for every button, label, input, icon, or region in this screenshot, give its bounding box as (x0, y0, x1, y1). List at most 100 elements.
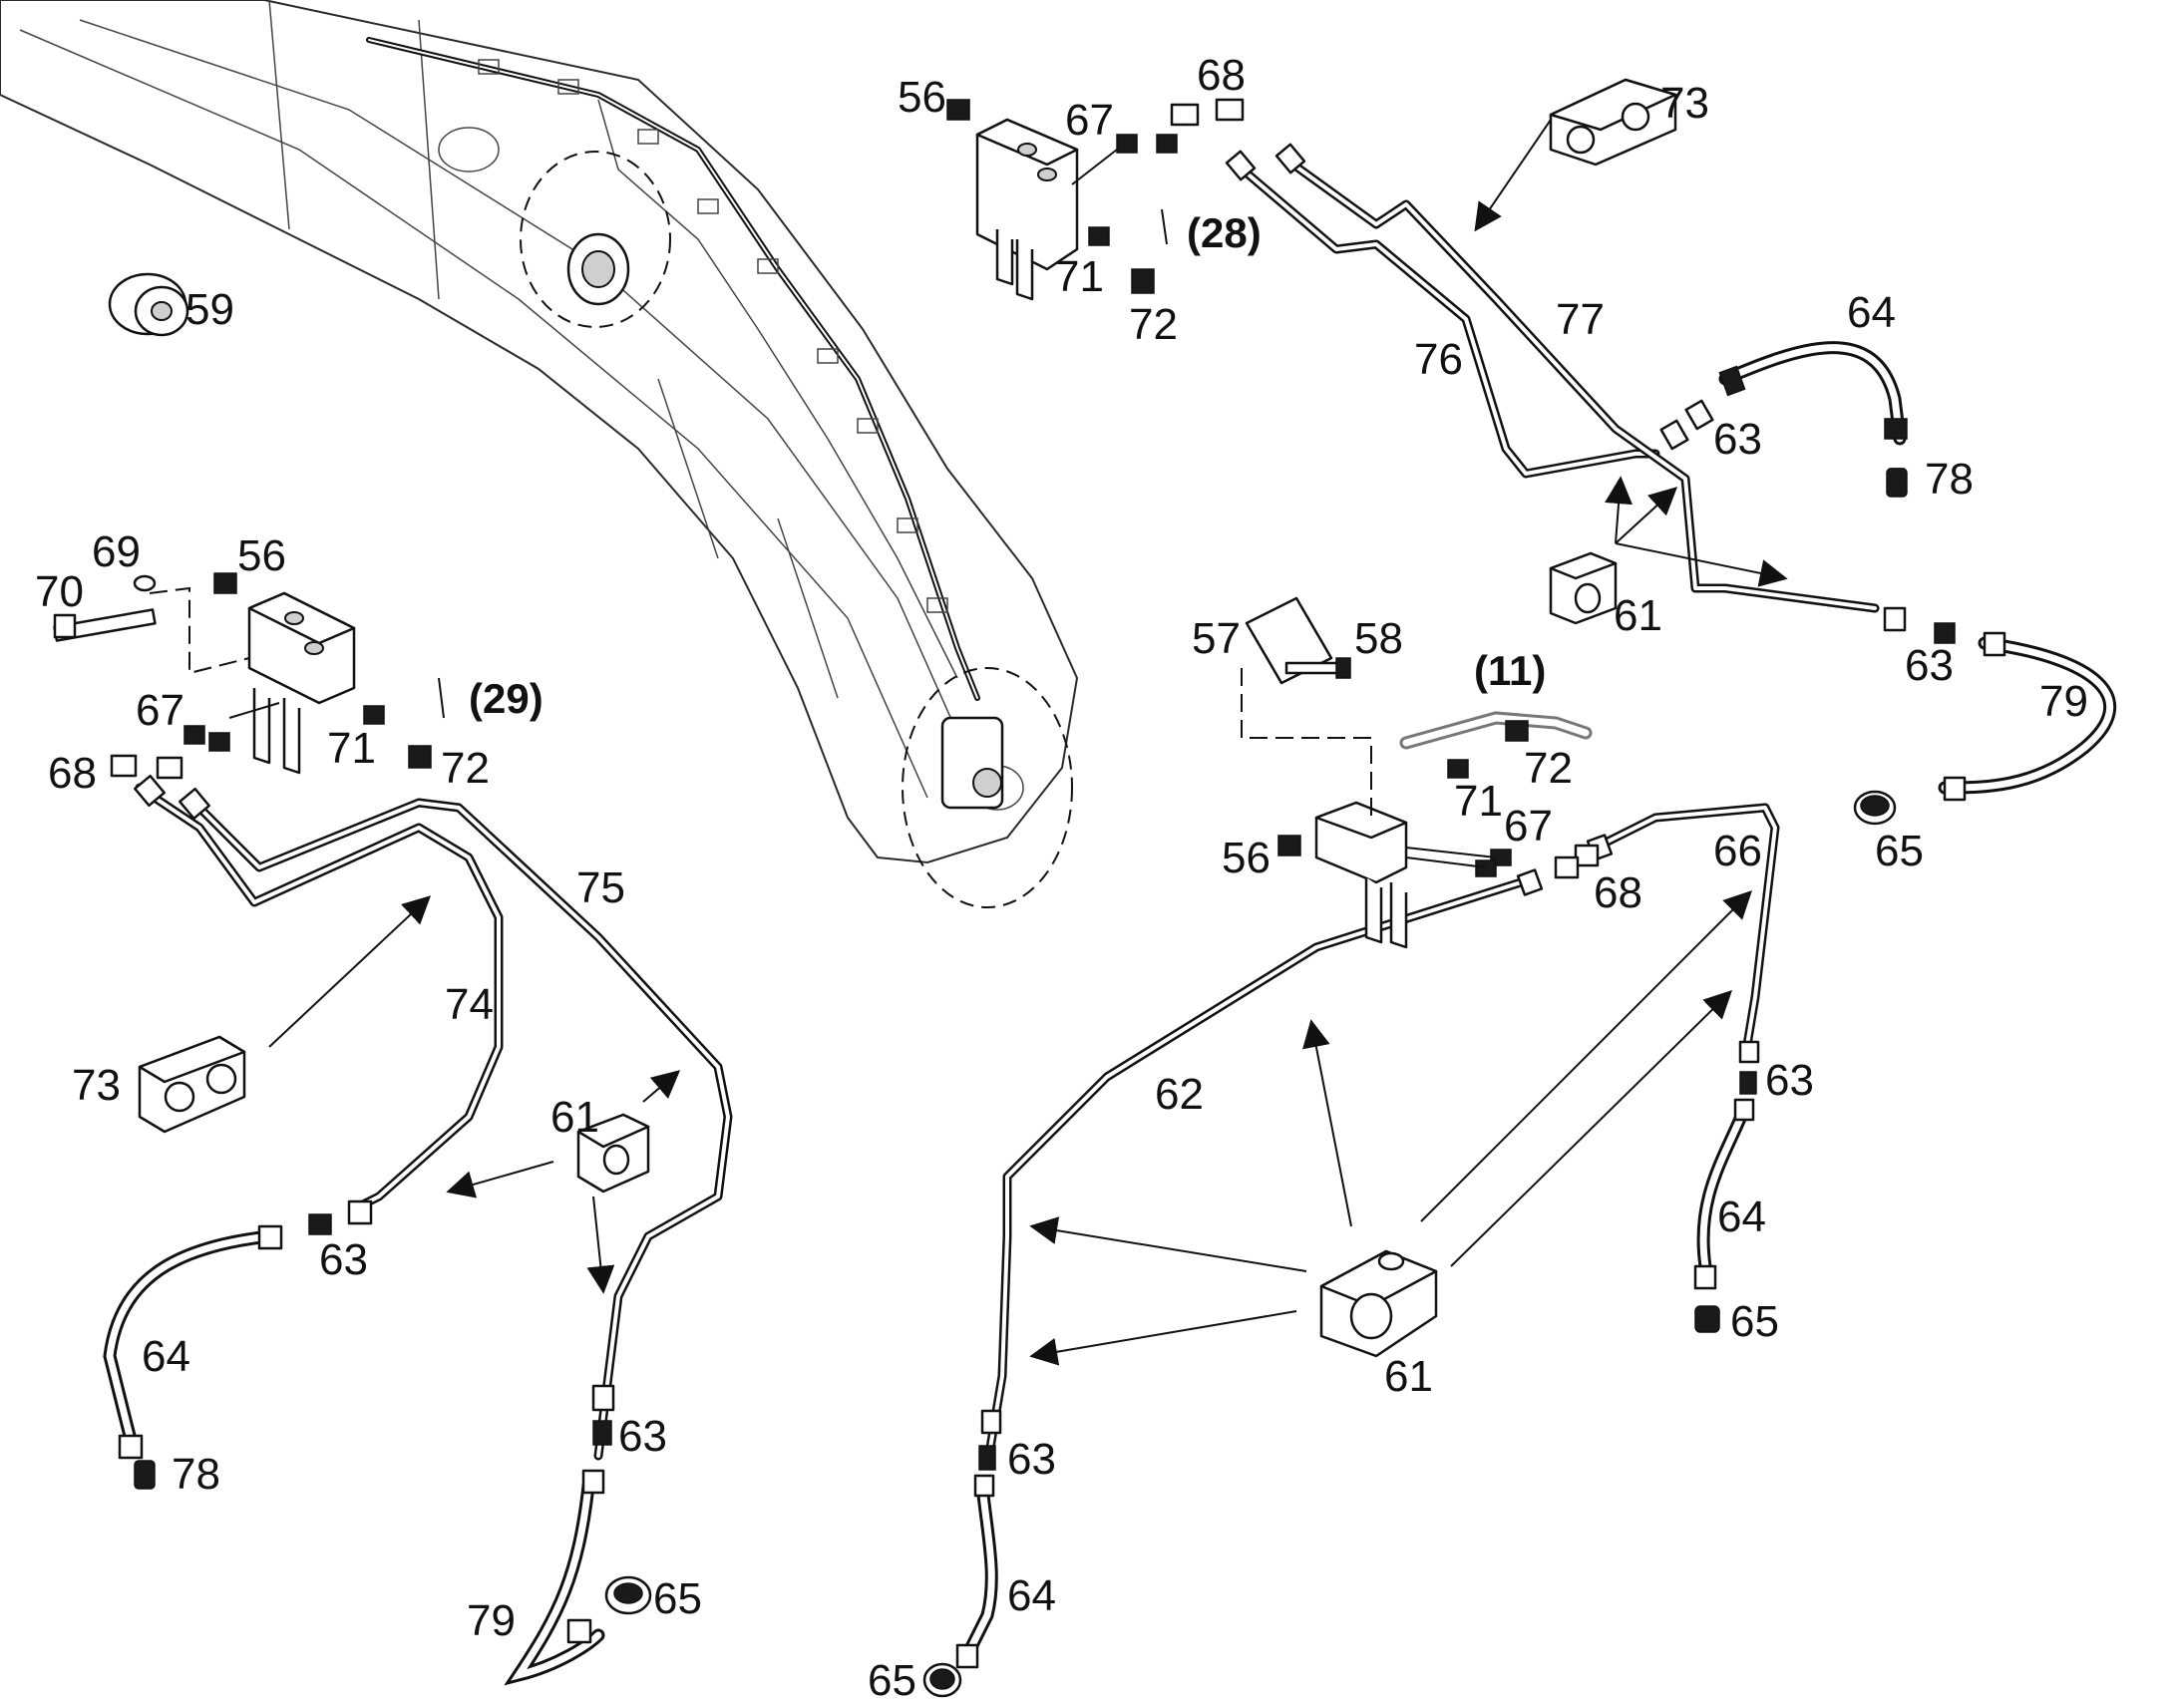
fitting-nut-icon (566, 1618, 592, 1644)
fitting-68-mid (1554, 844, 1600, 879)
callout-57: 57 (1192, 614, 1241, 663)
fitting-nut-icon (978, 1445, 996, 1471)
fitting-68-left (110, 754, 183, 780)
fitting-nut-icon (118, 1434, 144, 1460)
screw-58 (1284, 657, 1351, 679)
excavator-boom-icon (0, 0, 1079, 908)
pipe-clamp-73-left (138, 1035, 246, 1134)
hydraulic-valve-block-icon-left (53, 572, 445, 780)
fitting-nut-icon (1739, 1071, 1757, 1095)
fitting-56-mid (1277, 835, 1301, 856)
pipe-77 (1281, 155, 1880, 613)
callout-79-left: 79 (467, 1596, 516, 1645)
hydraulic-pipe-icon-group (135, 155, 1880, 1471)
fitting-nut-icon (134, 774, 166, 808)
callout-76: 76 (1414, 335, 1463, 384)
fitting-nut-icon (1718, 365, 1746, 397)
callout-61-mid: 61 (1384, 1352, 1433, 1401)
fitting-71-left (363, 705, 385, 725)
fitting-67-mid (1475, 849, 1512, 877)
fitting-nut-icon (1659, 419, 1689, 451)
hydraulic-valve-block-icon-mid (1241, 596, 1600, 949)
hydraulic-hose-icon-group (103, 341, 2117, 1686)
callout-72-left: 72 (441, 744, 490, 793)
fitting-nut-icon (1733, 1098, 1755, 1122)
callout-64-ml: 64 (1007, 1571, 1056, 1620)
callout-78-left: 78 (172, 1450, 220, 1499)
fitting-71-mid (1447, 759, 1469, 779)
fitting-nut-icon (308, 1213, 332, 1235)
callout-11: (11) (1474, 647, 1546, 694)
fitting-nut-icon (347, 1199, 373, 1225)
fitting-nut-icon (1693, 1264, 1717, 1290)
callout-58: 58 (1354, 614, 1403, 663)
callout-labels: 56 67 68 71 72 (28) 73 76 77 64 63 78 61… (35, 51, 2088, 1705)
callout-28: (28) (1187, 209, 1262, 256)
fitting-nut-icon (257, 1224, 283, 1250)
pipe-clamp-61-left (576, 1113, 650, 1194)
fitting-nut-icon (1934, 622, 1956, 644)
callout-70: 70 (35, 567, 84, 616)
pipe-clamp-73-top (1549, 78, 1677, 167)
screw-plug-65-tr (1853, 790, 1897, 826)
fitting-nut-icon-group (118, 143, 2006, 1669)
screw-plug-icon-group (108, 272, 1908, 1698)
fitting-71-top (1088, 226, 1110, 246)
boom-valve-detail-bottom (940, 716, 1004, 810)
fitting-nut-icon (1516, 868, 1544, 896)
callout-75: 75 (576, 863, 625, 912)
callout-63-tr2: 63 (1905, 641, 1954, 690)
fitting-nut-icon (955, 1643, 979, 1669)
washer-69 (133, 574, 157, 592)
callout-77: 77 (1556, 295, 1605, 344)
callout-67-mid: 67 (1504, 802, 1553, 851)
callout-68-top: 68 (1197, 51, 1246, 100)
fitting-72-top (1131, 268, 1155, 294)
pipe-clamp-61-mid (1319, 1249, 1438, 1358)
callout-63-left2: 63 (618, 1412, 667, 1461)
hydraulic-valve-block-icon-top (946, 98, 1245, 301)
callout-73-top: 73 (1660, 79, 1709, 128)
fitting-nut-icon (1738, 1040, 1760, 1064)
screw-plug-78-left (134, 1460, 156, 1490)
callout-71-mid: 71 (1454, 777, 1503, 826)
pipe-clamp-icon-group (138, 78, 1677, 1358)
fitting-nut-icon (980, 1409, 1002, 1435)
callout-56-left: 56 (237, 531, 286, 580)
callout-66: 66 (1713, 827, 1762, 875)
callout-79-tr: 79 (2039, 677, 2088, 726)
fitting-nut-icon (592, 1420, 612, 1446)
callout-61-left: 61 (550, 1093, 599, 1142)
callout-59: 59 (185, 285, 234, 334)
callout-64-mr: 64 (1717, 1193, 1766, 1241)
fitting-nut-icon (1943, 776, 1967, 802)
callout-63-left: 63 (319, 1235, 368, 1284)
callout-68-mid: 68 (1594, 868, 1642, 917)
fitting-nut-icon (179, 787, 210, 821)
callout-63-ml: 63 (1007, 1435, 1056, 1484)
callout-71-top: 71 (1055, 252, 1104, 301)
screw-plug-59 (108, 272, 189, 337)
fitting-56-left (213, 572, 237, 594)
callout-63-mr: 63 (1765, 1056, 1814, 1105)
fitting-nut-icon (1684, 399, 1714, 431)
callout-56-top: 56 (898, 73, 946, 122)
fitting-67-left (183, 725, 230, 752)
fitting-nut-icon (1884, 418, 1908, 440)
fitting-72-left (408, 745, 432, 769)
screw-plug-65-mr (1694, 1305, 1720, 1333)
bolt-70 (53, 608, 157, 642)
pipe-62 (982, 877, 1526, 1471)
callout-56-mid: 56 (1222, 834, 1271, 882)
callout-65-mr: 65 (1730, 1297, 1779, 1346)
callout-29: (29) (469, 675, 544, 722)
callout-71-left: 71 (327, 724, 376, 773)
callout-65-tr: 65 (1875, 827, 1924, 875)
pipe-clamp-61-tr (1549, 551, 1618, 625)
callout-65-left: 65 (653, 1574, 702, 1623)
callout-67-top: 67 (1065, 96, 1114, 145)
callout-69: 69 (92, 527, 141, 576)
fitting-67-top (1116, 134, 1178, 154)
fitting-56-top (946, 99, 970, 121)
